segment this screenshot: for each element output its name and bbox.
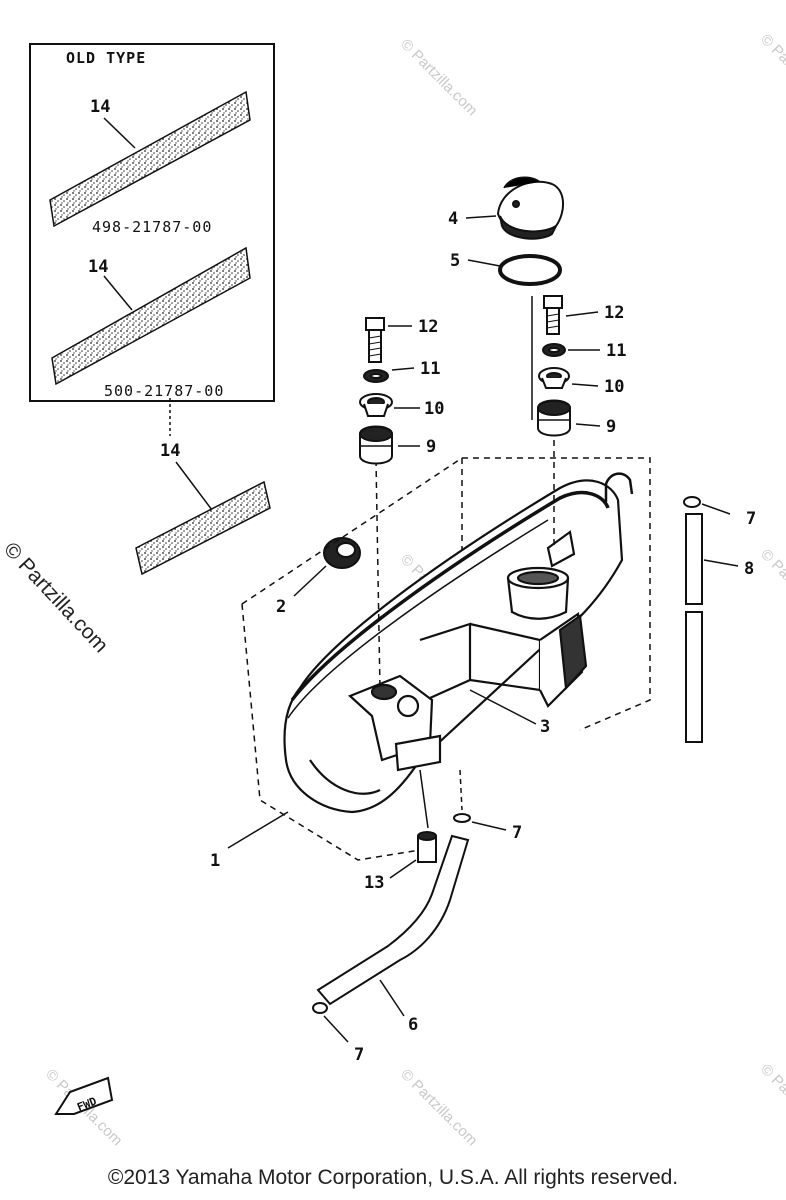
callout-13: 13 <box>364 873 384 893</box>
callout-2: 2 <box>276 597 286 617</box>
callout-11: 11 <box>420 359 440 379</box>
watermark-tile: © Partzilla.com <box>397 1066 480 1149</box>
grommet-2: 2 <box>276 537 361 617</box>
strip-old-1 <box>49 90 251 228</box>
callout-6: 6 <box>408 1015 418 1035</box>
callout-7: 7 <box>512 823 522 843</box>
callout-14: 14 <box>160 441 180 461</box>
callout-3: 3 <box>540 717 550 737</box>
callout-4: 4 <box>448 209 458 229</box>
right-mount-stack: 12 11 10 9 <box>531 295 626 548</box>
vent-hose-8: 7 8 <box>683 496 756 743</box>
callout-10: 10 <box>424 399 444 419</box>
watermark-tile: © Partzilla.com <box>397 36 480 119</box>
callout-1: 1 <box>210 851 220 871</box>
fuel-tank <box>283 472 634 829</box>
callout-10: 10 <box>604 377 624 397</box>
old-type-inset: OLD TYPE 14 498-21787-00 14 500-21787-00 <box>29 43 275 402</box>
callout-8: 8 <box>744 559 754 579</box>
assembly-outline <box>241 457 651 861</box>
strip-old-2 <box>51 246 251 386</box>
callout-9: 9 <box>606 417 616 437</box>
fuel-tank-callout-1: 1 <box>210 811 289 871</box>
watermark-tile: © Partzilla.com <box>757 1061 786 1144</box>
callout-14: 14 <box>90 97 110 117</box>
watermark-tile: © Partzilla.com <box>757 31 786 114</box>
inset-frame <box>29 43 275 402</box>
inset-title: OLD TYPE <box>66 49 146 67</box>
left-mount-stack: 12 11 10 9 <box>359 317 444 691</box>
drain-hose-6: 7 6 7 <box>312 769 522 1065</box>
callout-11: 11 <box>606 341 626 361</box>
damper-13: 13 <box>364 831 437 893</box>
copyright-footer: ©2013 Yamaha Motor Corporation, U.S.A. A… <box>107 1166 679 1189</box>
watermark-tile: © Partzilla.com <box>757 546 786 629</box>
callout-14: 14 <box>88 257 108 277</box>
callout-7: 7 <box>746 509 756 529</box>
callout-12: 12 <box>604 303 624 323</box>
tank-bracket-3: 3 <box>469 689 550 737</box>
callout-9: 9 <box>426 437 436 457</box>
seal-strip-14: 14 <box>135 398 271 576</box>
callout-12: 12 <box>418 317 438 337</box>
part-number-498: 498-21787-00 <box>92 218 212 236</box>
callout-7: 7 <box>354 1045 364 1065</box>
callout-5: 5 <box>450 251 460 271</box>
filler-cap-4: 4 5 <box>448 176 564 286</box>
part-number-500: 500-21787-00 <box>104 382 224 400</box>
